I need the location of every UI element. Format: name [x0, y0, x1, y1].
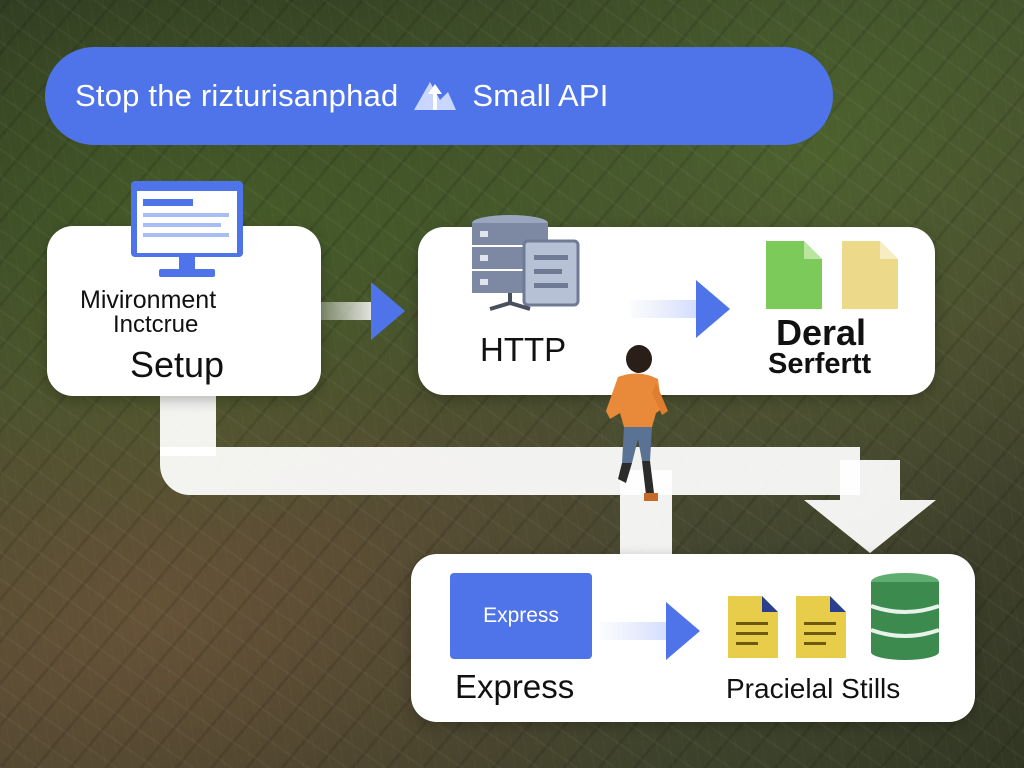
- express-chip: Express: [450, 573, 592, 659]
- banner-text-right: Small API: [472, 78, 609, 113]
- document-icon: [842, 241, 898, 309]
- setup-subtitle-line2: Inctcrue: [113, 311, 199, 338]
- bottom-caption: Pracielal Stills: [726, 673, 901, 704]
- arrow-right-icon: [305, 276, 410, 346]
- arrow-right-icon: [630, 274, 735, 344]
- title-banner: Stop the rizturisanphad Small API: [45, 47, 833, 145]
- setup-subtitle-line1: Mivironment: [80, 286, 217, 314]
- connector-arrowhead-down: [800, 460, 940, 555]
- file-icon: [796, 596, 846, 658]
- file-icon: [728, 596, 778, 658]
- connector-horizontal: [160, 447, 860, 495]
- document-icon: [766, 241, 822, 309]
- connector-setup-down: [160, 396, 216, 456]
- walking-person-figure: [596, 343, 676, 518]
- banner-text-left: Stop the rizturisanphad: [75, 78, 399, 113]
- setup-title: Setup: [130, 344, 225, 385]
- database-icon: [869, 572, 941, 660]
- deploy-line2: Serfertt: [768, 348, 872, 380]
- http-title: HTTP: [480, 331, 567, 368]
- express-title: Express: [455, 668, 575, 705]
- arrow-right-icon: [600, 596, 705, 666]
- deploy-line1: Deral: [776, 312, 867, 353]
- server-icon: [470, 213, 582, 315]
- monitor-icon: [129, 179, 245, 281]
- upload-icon: [406, 76, 464, 116]
